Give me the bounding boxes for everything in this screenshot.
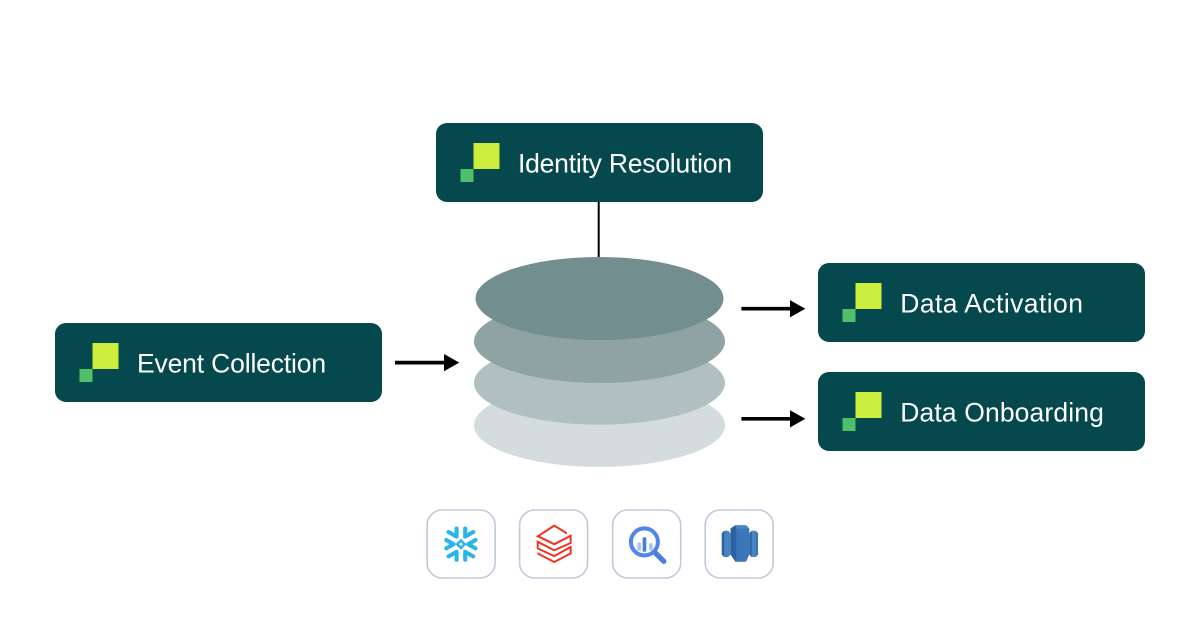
svg-text:Data Activation: Data Activation bbox=[900, 288, 1083, 318]
svg-text:Event Collection: Event Collection bbox=[137, 348, 326, 378]
svg-text:Identity Resolution: Identity Resolution bbox=[518, 148, 732, 178]
svg-text:Data Onboarding: Data Onboarding bbox=[900, 397, 1104, 427]
